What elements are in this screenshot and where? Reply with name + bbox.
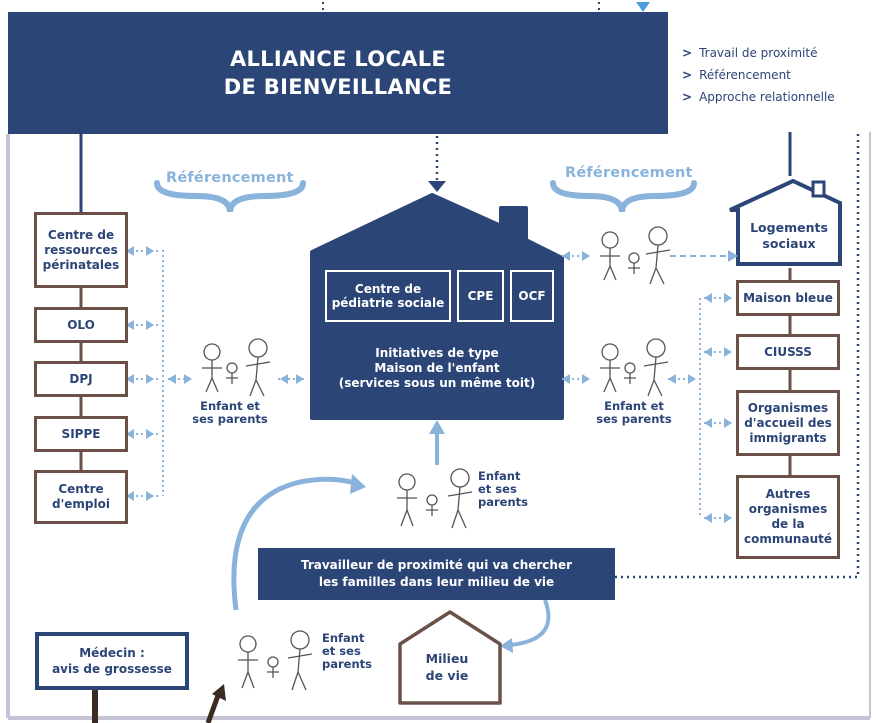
bullet-chevron-icon: > [682, 46, 693, 60]
right-box-autres-organismes: Autres organismes de la communauté [736, 475, 840, 559]
left-box-arrows [136, 250, 304, 497]
right-box-arrows [562, 255, 732, 519]
left-brace [154, 180, 306, 213]
worker-to-milieu-head-icon [500, 638, 513, 653]
house-box-cpe: CPE [457, 270, 504, 322]
right-box-ciusss: CIUSSS [736, 334, 840, 370]
right-box-organismes-accueil: Organismes d'accueil des immigrants [736, 390, 840, 456]
referencement-right-label: Référencement [565, 165, 693, 181]
header-title: ALLIANCE LOCALE DE BIENVEILLANCE [223, 47, 453, 99]
family-caption-right: Enfant et ses parents [596, 399, 672, 426]
logements-sociaux-label: Logements sociaux [750, 220, 828, 251]
family-to-house-arrow-icon [429, 420, 445, 434]
family-caption-bottom: Enfant et ses parents [322, 631, 372, 671]
left-box-dpj: DPJ [34, 361, 128, 397]
bullet-chevron-icon: > [682, 68, 693, 82]
curved-arrow-up [231, 476, 356, 611]
milieu-house-outline [398, 610, 502, 705]
right-box-maison-bleue: Maison bleue [736, 280, 840, 316]
left-box-sippe: SIPPE [34, 416, 128, 452]
milieu-de-vie-label: Milieu de vie [425, 651, 469, 683]
left-box-olo: OLO [34, 307, 128, 343]
header-house-arrow-icon [428, 181, 446, 192]
worker-to-milieu-arrow [509, 599, 551, 647]
left-box-centre-emploi: Centre d'emploi [34, 470, 128, 524]
doctor-box: Médecin : avis de grossesse [35, 632, 189, 690]
family-drawing-right [600, 338, 669, 397]
bullet-label: Approche relationnelle [699, 90, 835, 104]
family-to-logements-arrow-icon [728, 250, 738, 262]
top-arrow-icon [636, 2, 650, 12]
bullet-item: > Travail de proximité [682, 42, 870, 64]
header-banner: ALLIANCE LOCALE DE BIENVEILLANCE [8, 12, 668, 134]
family-drawing-topright [600, 226, 671, 285]
house-box-pediatrie: Centre de pédiatrie sociale [325, 270, 451, 322]
bullet-label: Référencement [699, 68, 791, 82]
left-box-centre-ressources: Centre de ressources périnatales [34, 212, 128, 288]
bullet-item: > Référencement [682, 64, 870, 86]
worker-box: Travailleur de proximité qui va chercher… [258, 548, 615, 600]
logements-chimney-icon [811, 180, 826, 198]
bottom-brown-arrow-icon [212, 684, 226, 701]
family-drawing-left [202, 338, 271, 397]
center-house-shape [310, 193, 564, 420]
outer-frame [6, 132, 871, 720]
referencement-left-label: Référencement [166, 170, 294, 186]
curved-arrow-up-head-icon [350, 474, 366, 494]
bullet-chevron-icon: > [682, 90, 693, 104]
house-caption: Initiatives de type Maison de l'enfant (… [338, 346, 536, 390]
house-box-ocf: OCF [510, 270, 554, 322]
family-caption-middle: Enfant et ses parents [478, 469, 528, 509]
family-drawing-middle [397, 468, 473, 529]
bullet-item: > Approche relationnelle [682, 86, 870, 108]
family-caption-left: Enfant et ses parents [192, 399, 268, 426]
header-bullet-list: > Travail de proximité > Référencement > Ap… [668, 14, 870, 132]
left-arrowheads [126, 246, 304, 501]
right-arrowheads [562, 251, 732, 523]
family-drawing-bottom [238, 630, 313, 691]
bullet-label: Travail de proximité [699, 46, 818, 60]
logements-house-outline [729, 178, 842, 266]
right-brace [550, 180, 697, 213]
